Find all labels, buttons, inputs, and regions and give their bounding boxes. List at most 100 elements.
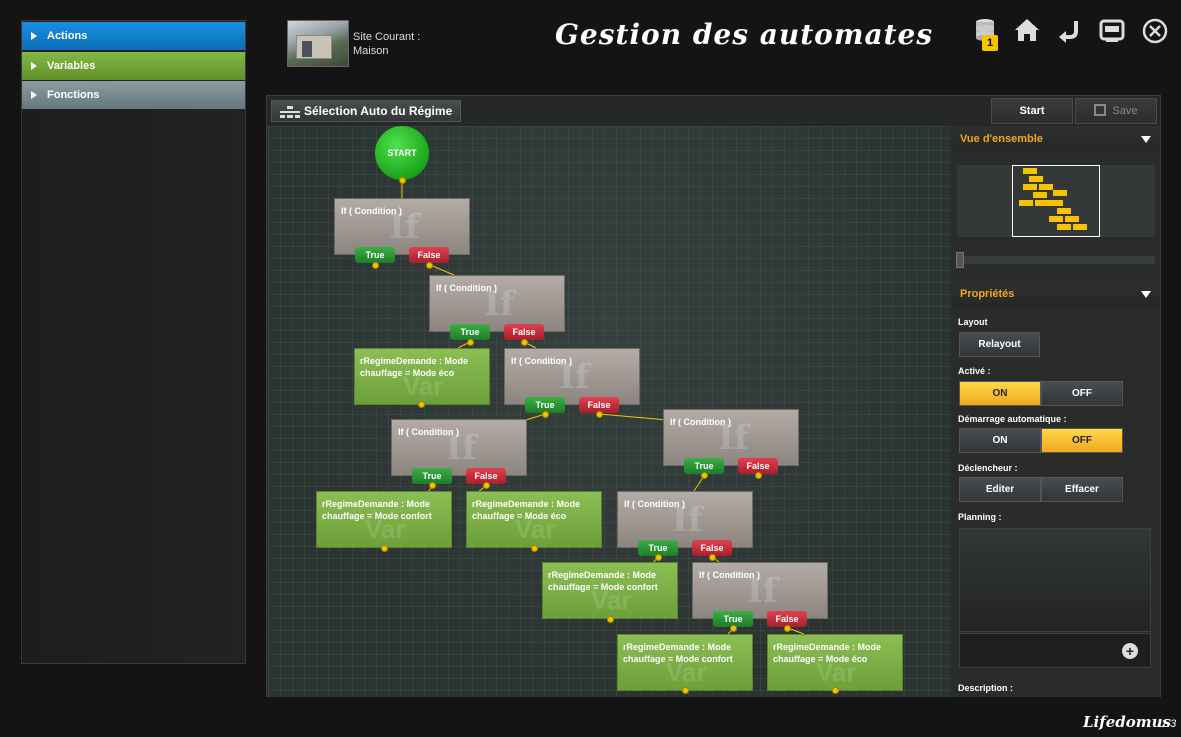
condition-node[interactable]: If ( Condition ) If [504, 348, 640, 405]
condition-label: If ( Condition ) [670, 417, 731, 427]
autostart-on-toggle[interactable]: ON [959, 428, 1041, 453]
close-icon[interactable] [1141, 17, 1169, 45]
false-branch[interactable]: False [767, 611, 807, 627]
minimap-viewport[interactable] [1012, 165, 1100, 237]
action-node[interactable]: rRegimeDemande : Mode chauffage = Mode é… [767, 634, 903, 691]
program-selector[interactable]: Sélection Auto du Régime [271, 100, 462, 122]
sidebar-item-variables[interactable]: Variables [22, 52, 245, 80]
action-node[interactable]: rRegimeDemande : Mode chauffage = Mode é… [354, 348, 490, 405]
collapse-arrow-icon [1141, 291, 1151, 298]
sidebar-item-label: Actions [47, 30, 88, 42]
sidebar-item-actions[interactable]: Actions [22, 22, 245, 50]
overview-header[interactable]: Vue d'ensemble [952, 126, 1159, 153]
sidebar-item-fonctions[interactable]: Fonctions [22, 81, 245, 109]
connector-dot[interactable] [596, 411, 603, 418]
connector-dot[interactable] [755, 472, 762, 479]
sidebar-item-label: Variables [47, 60, 96, 72]
connector-dot[interactable] [521, 339, 528, 346]
true-branch[interactable]: True [525, 397, 565, 413]
connector-dot[interactable] [467, 339, 474, 346]
true-branch[interactable]: True [684, 458, 724, 474]
trigger-label: Déclencheur : [958, 463, 1018, 473]
connector-dot[interactable] [709, 554, 716, 561]
action-node[interactable]: rRegimeDemande : Mode chauffage = Mode c… [617, 634, 753, 691]
false-branch[interactable]: False [504, 324, 544, 340]
expand-arrow-icon [31, 32, 37, 40]
action-label: rRegimeDemande : Mode chauffage = Mode é… [773, 642, 882, 664]
action-node[interactable]: rRegimeDemande : Mode chauffage = Mode c… [542, 562, 678, 619]
autostart-off-toggle[interactable]: OFF [1041, 428, 1123, 453]
active-on-toggle[interactable]: ON [959, 381, 1041, 406]
false-branch[interactable]: False [738, 458, 778, 474]
condition-node[interactable]: If ( Condition ) If [391, 419, 527, 476]
true-branch[interactable]: True [713, 611, 753, 627]
true-branch[interactable]: True [638, 540, 678, 556]
zoom-slider[interactable] [957, 256, 1155, 264]
start-node[interactable]: START [375, 126, 429, 180]
connector-dot[interactable] [607, 616, 614, 623]
back-icon[interactable] [1056, 17, 1084, 45]
zoom-slider-handle[interactable] [956, 252, 964, 268]
save-button[interactable]: Save [1075, 98, 1157, 124]
properties-panel: Vue d'ensemble [952, 126, 1159, 697]
home-icon[interactable] [1013, 17, 1041, 45]
version-label: 1.3 [1161, 718, 1177, 730]
active-off-toggle[interactable]: OFF [1041, 381, 1123, 406]
variable-watermark: Var [816, 657, 857, 687]
window-icon[interactable] [1098, 17, 1126, 45]
condition-node[interactable]: If ( Condition ) If [429, 275, 565, 332]
variable-watermark: Var [403, 371, 444, 401]
properties-header[interactable]: Propriétés [952, 281, 1159, 308]
connector-dot[interactable] [784, 625, 791, 632]
overview-minimap[interactable] [957, 165, 1155, 237]
connector-dot[interactable] [372, 262, 379, 269]
connector-dot[interactable] [701, 472, 708, 479]
true-branch[interactable]: True [412, 468, 452, 484]
connector-dot[interactable] [531, 545, 538, 552]
false-branch[interactable]: False [579, 397, 619, 413]
action-node[interactable]: rRegimeDemande : Mode chauffage = Mode c… [316, 491, 452, 548]
add-icon[interactable]: + [1122, 643, 1138, 659]
connector-dot[interactable] [483, 482, 490, 489]
connector-dot[interactable] [655, 554, 662, 561]
clear-trigger-button[interactable]: Effacer [1041, 477, 1123, 502]
connector-dot[interactable] [418, 401, 425, 408]
condition-node[interactable]: If ( Condition ) If [617, 491, 753, 548]
description-label: Description : [958, 683, 1014, 693]
overview-title: Vue d'ensemble [960, 133, 1043, 145]
condition-label: If ( Condition ) [436, 283, 497, 293]
variable-watermark: Var [515, 514, 556, 544]
flow-canvas[interactable]: START If ( Condition ) If True False If … [268, 126, 951, 697]
start-button[interactable]: Start [991, 98, 1073, 124]
condition-node[interactable]: If ( Condition ) If [663, 409, 799, 466]
connector-dot[interactable] [682, 687, 689, 694]
expand-arrow-icon [31, 91, 37, 99]
action-label: rRegimeDemande : Mode chauffage = Mode é… [472, 499, 581, 521]
action-node[interactable]: rRegimeDemande : Mode chauffage = Mode é… [466, 491, 602, 548]
condition-watermark: If [747, 571, 778, 611]
site-name: Maison [353, 45, 389, 57]
connector-dot[interactable] [381, 545, 388, 552]
true-branch[interactable]: True [450, 324, 490, 340]
relayout-button[interactable]: Relayout [959, 332, 1040, 357]
condition-node[interactable]: If ( Condition ) If [334, 198, 470, 255]
true-branch[interactable]: True [355, 247, 395, 263]
connector-dot[interactable] [542, 411, 549, 418]
false-branch[interactable]: False [692, 540, 732, 556]
condition-label: If ( Condition ) [699, 570, 760, 580]
false-branch[interactable]: False [466, 468, 506, 484]
connector-dot[interactable] [429, 482, 436, 489]
connector-dot[interactable] [832, 687, 839, 694]
database-icon[interactable] [974, 17, 1002, 45]
connector-dot[interactable] [399, 177, 406, 184]
false-branch[interactable]: False [409, 247, 449, 263]
planning-list[interactable] [959, 528, 1151, 632]
variable-watermark: Var [591, 585, 632, 615]
connector-dot[interactable] [426, 262, 433, 269]
site-info: Site Courant : Maison [353, 30, 420, 58]
edit-trigger-button[interactable]: Editer [959, 477, 1041, 502]
condition-node[interactable]: If ( Condition ) If [692, 562, 828, 619]
site-photo[interactable] [287, 20, 349, 67]
condition-label: If ( Condition ) [511, 356, 572, 366]
connector-dot[interactable] [730, 625, 737, 632]
